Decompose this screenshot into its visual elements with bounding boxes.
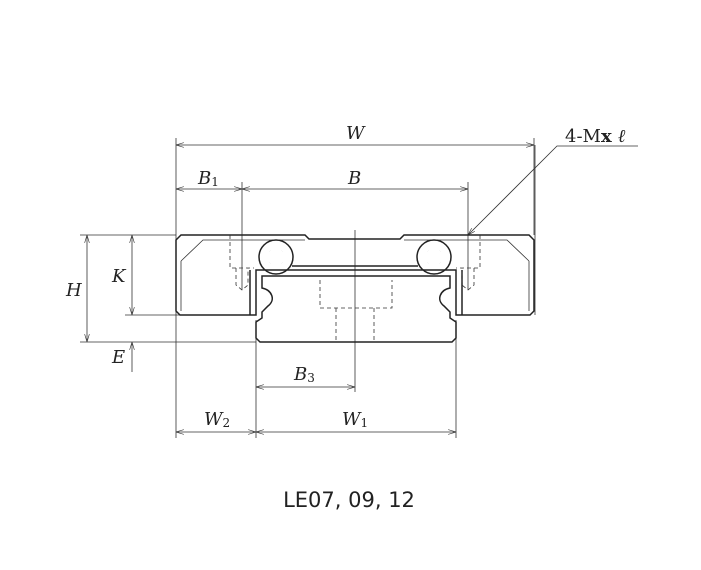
drawing-caption: LE07, 09, 12 bbox=[283, 488, 415, 512]
label-K: K bbox=[111, 266, 127, 287]
label-W2: W2 bbox=[204, 409, 230, 430]
screw-right-icon bbox=[416, 239, 452, 275]
rail bbox=[255, 275, 457, 343]
label-E: E bbox=[111, 347, 125, 368]
extension-lines bbox=[80, 138, 536, 438]
hidden-lines bbox=[229, 235, 481, 342]
label-W: W bbox=[346, 123, 366, 144]
label-B: B bbox=[347, 168, 361, 189]
label-W1: W1 bbox=[342, 409, 368, 430]
label-B1: B1 bbox=[197, 168, 219, 189]
dimension-lines bbox=[87, 145, 638, 432]
screw-left-icon bbox=[258, 239, 294, 275]
label-H: H bbox=[65, 280, 82, 301]
label-B3: B3 bbox=[293, 364, 315, 385]
